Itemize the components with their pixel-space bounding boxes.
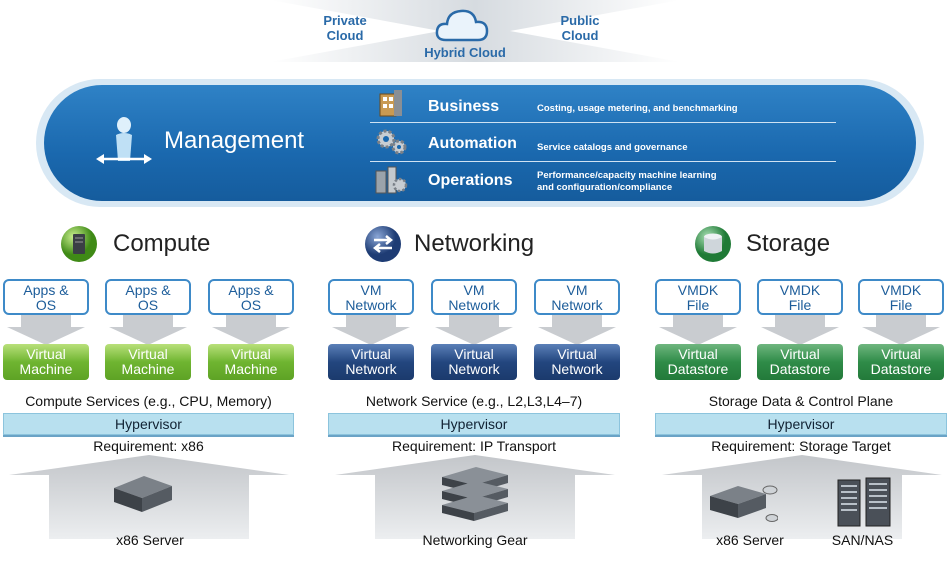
x86-server-label: x86 Server [116,532,184,548]
down-arrow [435,315,513,345]
x86-server-label: x86 Server [716,532,784,548]
down-arrow [332,315,410,345]
network-service-label: Network Service (e.g., L2,L3,L4–7) [365,393,583,409]
vmdk-file-box: VMDK File [757,279,843,315]
virtual-network-box: Virtual Network [534,344,620,380]
automation-title: Automation [428,135,517,152]
operations-icon [375,166,408,194]
virtual-datastore-box: Virtual Datastore [858,344,944,380]
down-arrow [7,315,85,345]
server-icon [114,476,172,512]
virtual-network-box: Virtual Network [431,344,517,380]
cloud-icon [435,9,489,42]
down-arrow [538,315,616,345]
apps-os-box: Apps & OS [3,279,89,315]
vm-network-box: VM Network [328,279,414,315]
networking-gear-label: Networking Gear [422,532,528,548]
down-arrow [212,315,290,345]
compute-service-label: Compute Services (e.g., CPU, Memory) [25,393,272,409]
gears-icon [376,129,407,155]
virtual-datastore-box: Virtual Datastore [655,344,741,380]
server-sphere-icon [61,226,97,262]
vmdk-file-box: VMDK File [655,279,741,315]
business-title: Business [428,98,500,115]
hypervisor-underline [328,435,620,437]
vm-network-box: VM Network [534,279,620,315]
networking-title: Networking [414,230,535,257]
virtual-datastore-box: Virtual Datastore [757,344,843,380]
hypervisor-underline [3,435,294,437]
automation-desc: Service catalogs and governance [537,142,688,153]
management-divider [370,161,836,162]
network-requirement: Requirement: IP Transport [392,438,556,454]
compute-title: Compute [113,230,211,257]
operations-desc: Performance/capacity machine learning an… [537,170,717,193]
virtual-machine-box: Virtual Machine [3,344,89,380]
san-nas-icon [837,477,891,527]
networking-gear-icon [442,467,508,521]
down-arrow [862,315,940,345]
storage-title: Storage [746,230,831,257]
down-arrow [659,315,737,345]
business-icon [379,90,402,117]
storage-requirement: Requirement: Storage Target [711,438,891,454]
public-cloud-label: Public Cloud [560,13,600,43]
business-desc: Costing, usage metering, and benchmarkin… [537,103,738,114]
hypervisor-bar: Hypervisor [3,413,294,435]
virtual-network-box: Virtual Network [328,344,414,380]
storage-service-label: Storage Data & Control Plane [708,393,894,409]
compute-requirement: Requirement: x86 [93,438,204,454]
san-nas-label: SAN/NAS [831,532,894,548]
base-arrow-shape [662,455,942,539]
hybrid-cloud-label: Hybrid Cloud [424,45,506,60]
operations-title: Operations [428,172,513,189]
hypervisor-underline [655,435,947,437]
virtual-machine-box: Virtual Machine [105,344,191,380]
network-arrows-icon [365,226,401,262]
private-cloud-label: Private Cloud [323,13,367,43]
person-arrows-icon [96,117,152,164]
down-arrow [761,315,839,345]
management-panel [44,85,916,201]
down-arrow [109,315,187,345]
hypervisor-bar: Hypervisor [655,413,947,435]
virtual-machine-box: Virtual Machine [208,344,294,380]
database-icon [695,226,731,262]
apps-os-box: Apps & OS [105,279,191,315]
management-title: Management [164,127,305,154]
hypervisor-bar: Hypervisor [328,413,620,435]
apps-os-box: Apps & OS [208,279,294,315]
vm-network-box: VM Network [431,279,517,315]
vmdk-file-box: VMDK File [858,279,944,315]
management-divider [370,122,836,123]
server-disks-icon [710,485,778,522]
